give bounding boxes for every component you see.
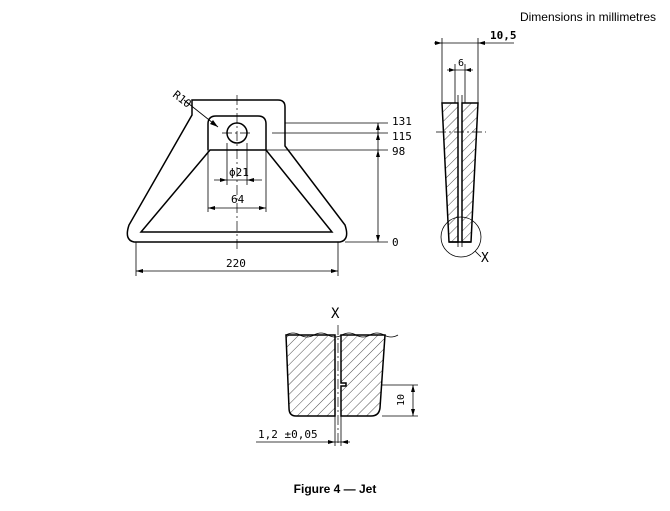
detail-view: X 10 1,2 ±0,05 [256,306,418,446]
detail-depth-label: 10 [396,394,407,406]
side-width-label: 10,5 [490,29,517,42]
detail-mark-label: X [481,251,489,266]
height-label-115: 115 [392,130,412,143]
detail-section-left [285,334,336,417]
hole-diameter-label: ϕ21 [229,166,249,179]
slot-width-label: 6 [458,58,464,69]
figure-caption: Figure 4 — Jet [293,482,377,496]
height-label-131: 131 [392,115,412,128]
units-note: Dimensions in millimetres [519,10,656,24]
side-view: X 10,5 6 [434,29,517,266]
detail-title: X [331,306,340,322]
height-label-0: 0 [392,236,399,249]
front-view: R10 ϕ21 64 220 131 115 98 0 [126,88,412,276]
front-outer-outline [126,99,348,243]
detail-gap-label: 1,2 ±0,05 [258,428,318,441]
height-label-98: 98 [392,145,405,158]
detail-circle [440,216,482,258]
side-section-right [461,102,479,243]
side-section-left [441,102,459,243]
front-inner-window [139,149,334,233]
detail-section-right [340,334,386,417]
inner-width-label: 64 [231,193,245,206]
radius-label: R10 [170,88,194,110]
base-width-label: 220 [226,257,246,270]
